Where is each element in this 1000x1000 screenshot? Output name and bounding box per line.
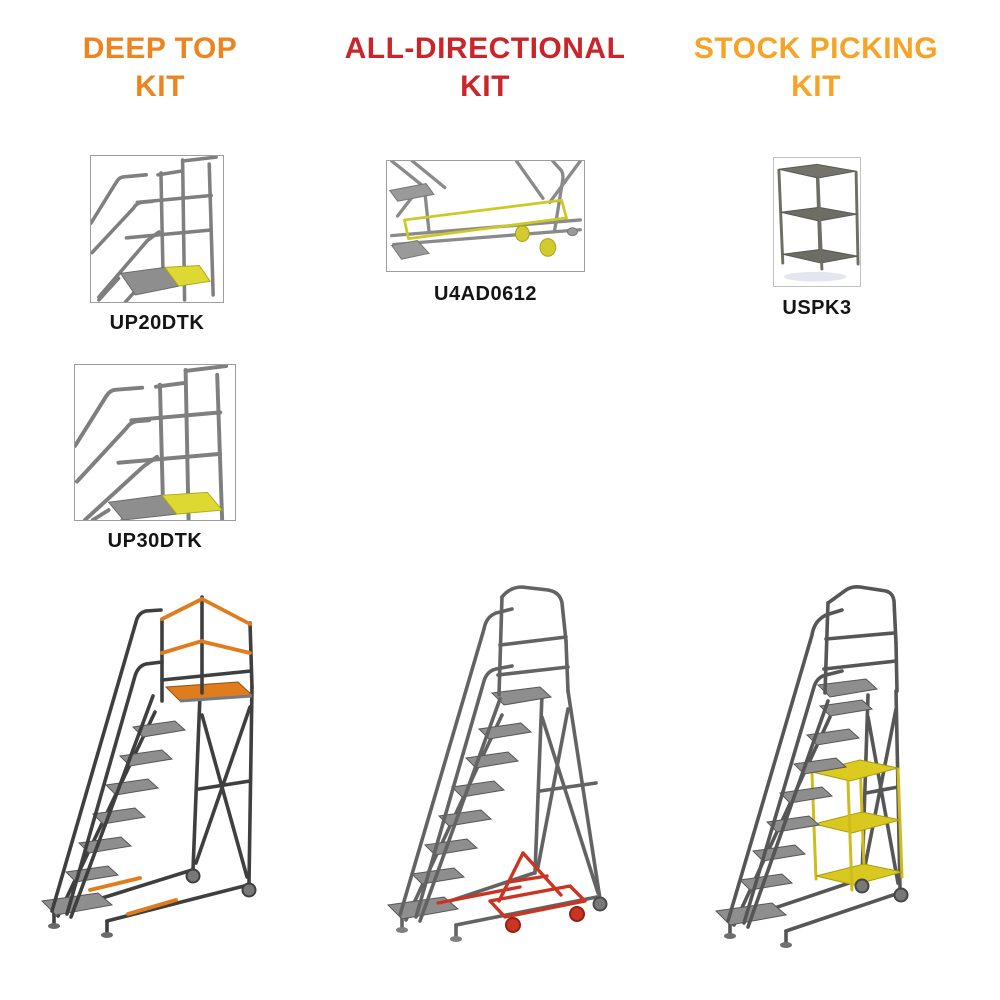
rolling-ladder-with-stock-picking-kit-illustration xyxy=(700,583,960,963)
up30dtk-product-thumbnail[interactable] xyxy=(74,364,236,521)
u4ad0612-base-closeup-image xyxy=(388,161,582,260)
deep-top-kit-title-line2: KIT xyxy=(135,70,185,103)
uspk3-product-thumbnail[interactable] xyxy=(773,157,861,287)
stock-picking-kit-title-line1: STOCK PICKING xyxy=(693,32,939,65)
stock-picking-kit-title: STOCK PICKING KIT xyxy=(672,30,960,106)
up20dtk-product-code[interactable]: UP20DTK xyxy=(109,312,205,334)
up30dtk-product-code[interactable]: UP30DTK xyxy=(107,530,203,552)
all-directional-kit-title: ALL-DIRECTIONAL KIT xyxy=(325,30,645,106)
rolling-ladder-with-all-directional-kit-illustration xyxy=(372,583,632,968)
up20dtk-product-thumbnail[interactable] xyxy=(90,155,224,303)
stock-picking-kit-title-line2: KIT xyxy=(791,70,841,103)
u4ad0612-product-code[interactable]: U4AD0612 xyxy=(434,283,537,305)
rolling-ladder-with-deep-top-kit-illustration xyxy=(28,583,268,963)
deep-top-kit-title-line1: DEEP TOP xyxy=(82,32,238,65)
deep-top-kit-title: DEEP TOP KIT xyxy=(40,30,280,106)
up30dtk-deep-top-closeup-image xyxy=(75,365,229,520)
all-directional-kit-title-line1: ALL-DIRECTIONAL xyxy=(344,32,626,65)
uspk3-product-code[interactable]: USPK3 xyxy=(782,297,852,319)
up20dtk-deep-top-closeup-image xyxy=(91,156,218,302)
uspk3-shelf-unit-image xyxy=(777,163,860,282)
u4ad0612-product-thumbnail[interactable] xyxy=(386,160,585,272)
all-directional-kit-title-line2: KIT xyxy=(460,70,510,103)
